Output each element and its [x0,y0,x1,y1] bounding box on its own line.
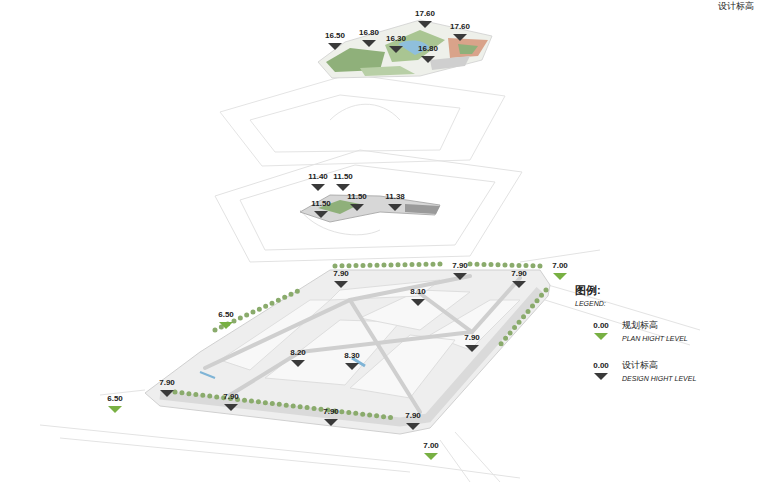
elevation-marker [350,204,364,211]
elevation-marker [334,281,348,288]
elevation-marker [324,419,338,426]
elevation-marker [328,43,342,50]
elevation-value: 7.90 [511,270,527,279]
elevation-value: 7.90 [333,270,349,279]
elevation-marker [291,360,305,367]
middle-atrium [300,195,440,222]
elevation-marker [465,345,479,352]
legend-value: 0.00 [593,362,609,371]
elevation-marker [389,46,403,53]
elevation-value: 6.50 [218,311,234,320]
elevation-value: 7.90 [464,334,480,343]
middle-floor-plan [215,150,522,262]
elevation-value: 16.80 [359,29,379,38]
elevation-value: 7.90 [223,393,239,402]
page-title: 设计标高 [718,2,754,12]
elevation-marker [336,184,350,191]
elevation-marker [345,363,359,370]
legend-heading: 图例: [575,284,601,296]
elevation-marker [421,56,435,63]
upper-floor-plan [220,74,505,166]
elevation-marker [512,281,526,288]
elevation-value: 8.30 [344,352,360,361]
legend-note: LEGEND: [575,300,606,308]
elevation-marker [553,273,567,280]
elevation-value: 11.38 [385,193,405,202]
legend-note: DESIGN HIGHT LEVEL [622,375,696,383]
elevation-value: 8.20 [290,349,306,358]
ground-site [145,264,550,434]
legend-text: 规划标高 [622,321,658,331]
roof-garden [318,20,492,78]
elevation-marker [406,423,420,430]
legend-text: 设计标高 [622,361,658,371]
elevation-value: 16.50 [325,32,345,41]
elevation-marker [418,21,432,28]
surrounding-roads [40,250,700,482]
elevation-value: 16.30 [386,35,406,44]
elevation-marker [311,184,325,191]
elevation-marker [424,453,438,460]
legend-swatch [594,333,608,340]
elevation-marker [362,40,376,47]
elevation-marker [314,211,328,218]
elevation-value: 17.60 [450,23,470,32]
elevation-marker [108,406,122,413]
elevation-value: 11.50 [347,193,367,202]
elevation-value: 7.00 [423,442,439,451]
elevation-marker [219,322,233,329]
elevation-value: 17.60 [415,10,435,19]
elevation-value: 7.90 [452,262,468,271]
elevation-value: 6.50 [107,395,123,404]
legend-note: PLAN HIGHT LEVEL [622,335,688,343]
legend-swatch [594,373,608,380]
elevation-value: 11.50 [311,200,331,209]
elevation-value: 11.50 [333,173,353,182]
elevation-value: 11.40 [308,173,328,182]
elevation-value: 8.10 [410,288,426,297]
elevation-value: 16.80 [418,45,438,54]
elevation-marker [388,204,402,211]
elevation-value: 7.90 [323,408,339,417]
elevation-marker [411,299,425,306]
elevation-value: 7.90 [159,379,175,388]
elevation-value: 7.00 [552,262,568,271]
elevation-value: 7.90 [405,412,421,421]
elevation-marker [453,34,467,41]
legend-value: 0.00 [593,322,609,331]
elevation-marker [453,273,467,280]
elevation-marker [224,404,238,411]
elevation-marker [160,390,174,397]
